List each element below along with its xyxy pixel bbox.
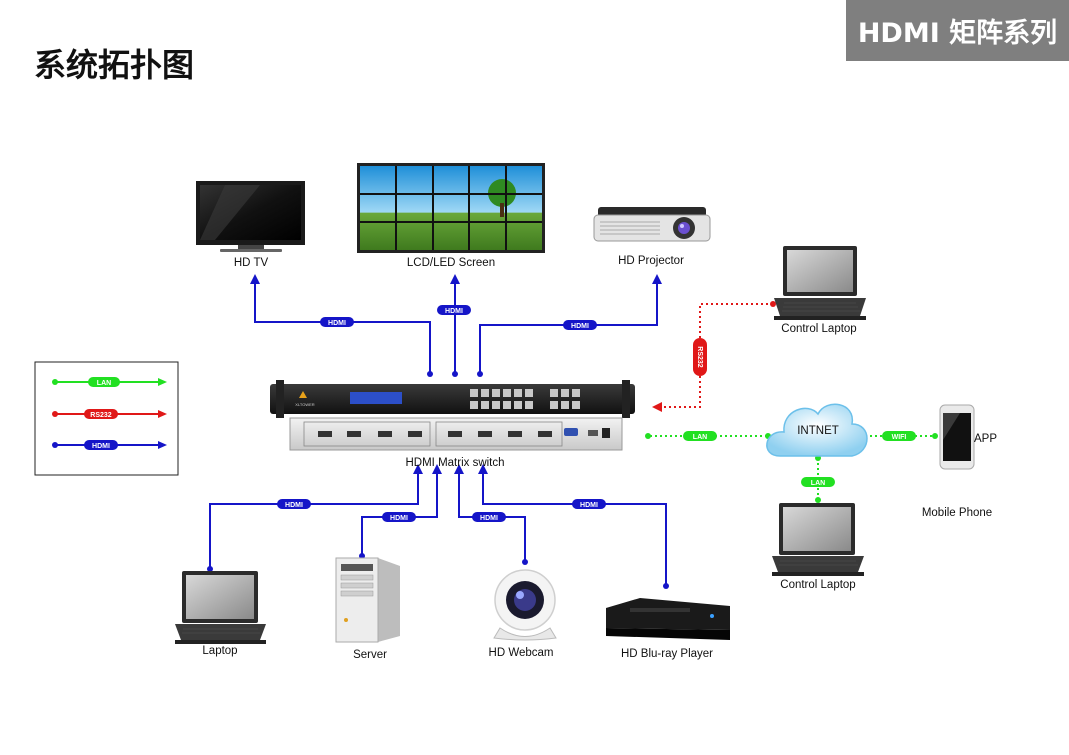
rs232-pill: RS232	[693, 338, 707, 376]
legend-label: LAN	[97, 380, 111, 387]
hdmi-link-bluray	[482, 472, 667, 586]
hdmi-pill: HDMI	[472, 512, 506, 522]
series-badge: HDMI 矩阵系列	[846, 0, 1069, 61]
app-label: APP	[974, 433, 997, 445]
legend-item-hdmi: HDMI	[52, 440, 167, 450]
svg-text:HDMI: HDMI	[445, 308, 463, 315]
hd-webcam-label: HD Webcam	[489, 647, 554, 659]
hdmi-pill: HDMI	[563, 320, 597, 330]
svg-text:HDMI: HDMI	[390, 515, 408, 522]
svg-text:WIFI: WIFI	[892, 434, 907, 441]
svg-text:XLTOWER: XLTOWER	[295, 402, 315, 407]
server-label: Server	[353, 649, 387, 661]
hdmi-pill: HDMI	[277, 499, 311, 509]
server-icon	[335, 557, 400, 643]
laptop-icon	[175, 571, 266, 644]
svg-text:RS232: RS232	[696, 346, 703, 368]
lan-pill: LAN	[801, 477, 835, 487]
lan-pill: LAN	[683, 431, 717, 441]
internet-label: INTNET	[797, 425, 839, 437]
laptop-label: Laptop	[202, 645, 237, 657]
cloud-icon	[766, 403, 868, 457]
hdmi-arrowheads	[207, 274, 669, 589]
hdmi-pill: HDMI	[382, 512, 416, 522]
control-laptop-top-label: Control Laptop	[781, 323, 856, 335]
svg-text:LAN: LAN	[811, 480, 825, 487]
video-wall-icon	[357, 163, 545, 253]
hdmi-pill: HDMI	[320, 317, 354, 327]
mobile-phone-label: Mobile Phone	[922, 507, 992, 519]
hdmi-link-laptop	[209, 472, 419, 567]
legend-label: RS232	[90, 412, 112, 419]
legend-item-rs232: RS232	[52, 409, 167, 419]
hdmi-pill: HDMI	[437, 305, 471, 315]
matrix-switch-icon: XLTOWER	[270, 380, 635, 451]
svg-text:HDMI: HDMI	[480, 515, 498, 522]
rs232-connection	[652, 301, 776, 412]
svg-text:LAN: LAN	[693, 434, 707, 441]
wifi-pill: WIFI	[882, 431, 916, 441]
laptop-icon	[774, 246, 866, 320]
projector-icon	[593, 207, 711, 242]
page-title: 系统拓扑图	[34, 46, 195, 84]
lcd-led-screen-label: LCD/LED Screen	[407, 257, 495, 269]
svg-text:HDMI: HDMI	[328, 320, 346, 327]
legend-box: LAN RS232 HDMI	[34, 361, 179, 476]
hdmi-link-tv	[254, 282, 431, 374]
mobile-phone-icon	[939, 404, 975, 470]
hdmi-pill: HDMI	[572, 499, 606, 509]
control-laptop-bottom-label: Control Laptop	[780, 579, 855, 591]
svg-text:HDMI: HDMI	[571, 323, 589, 330]
hd-projector-label: HD Projector	[618, 255, 684, 267]
legend-label: HDMI	[92, 443, 110, 450]
laptop-icon	[772, 503, 864, 576]
svg-text:HDMI: HDMI	[285, 502, 303, 509]
webcam-icon	[493, 569, 557, 641]
hd-tv-icon	[196, 181, 305, 252]
blu-ray-player-icon	[606, 598, 730, 640]
matrix-switch-label: HDMI Matrix switch	[405, 457, 504, 469]
legend-item-lan: LAN	[52, 377, 167, 387]
svg-text:HDMI: HDMI	[580, 502, 598, 509]
blu-ray-player-label: HD Blu-ray Player	[621, 648, 713, 660]
hd-tv-label: HD TV	[234, 257, 269, 269]
